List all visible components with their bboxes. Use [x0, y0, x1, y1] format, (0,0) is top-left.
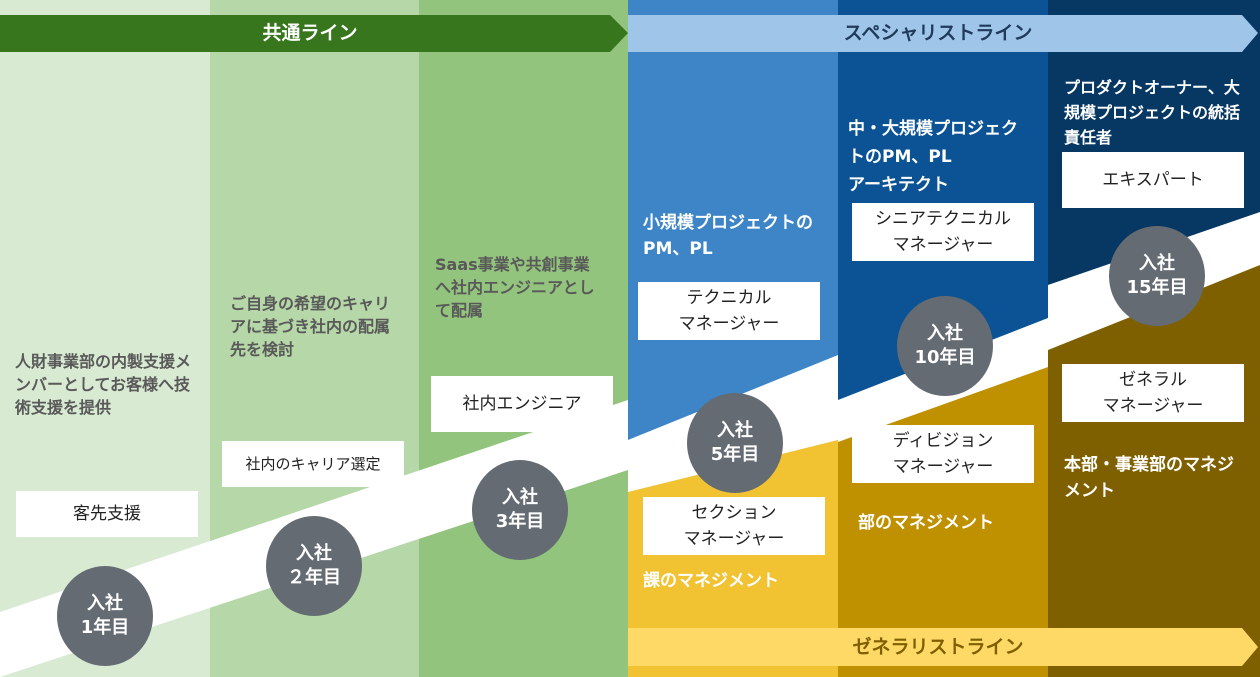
generalist-line-label: ゼネラリストライン	[852, 636, 1024, 658]
milestone-year: 3年目	[495, 511, 545, 532]
generalist-2-description: 部のマネジメント	[858, 513, 994, 533]
specialist-column-2	[838, 0, 1048, 400]
milestone-year1: 入社 1年目	[57, 566, 153, 666]
specialist-3-description: プロダクトオーナー、大規模プロジェクトの統括責任者	[1064, 78, 1241, 147]
general-manager-box: ゼネラル マネージャー	[1062, 364, 1244, 422]
year3-description: Saas事業や共創事業へ社内エンジニアとして配属	[435, 255, 595, 320]
senior-technical-manager-box: シニアテクニカル マネージャー	[852, 203, 1034, 261]
year2-description: ご自身の希望のキャリアに基づき社内の配属先を検討	[230, 294, 391, 359]
milestone-label: 入社	[502, 487, 538, 508]
milestone-year: 5年目	[710, 444, 760, 465]
milestone-label: 入社	[87, 593, 123, 614]
generalist-3-description: 本部・事業部のマネジメント	[1064, 455, 1234, 501]
technical-manager-box: テクニカル マネージャー	[638, 282, 820, 340]
common-line-label: 共通ライン	[262, 22, 358, 44]
milestone-year5: 入社 5年目	[687, 393, 783, 493]
milestone-year: 10年目	[914, 347, 976, 368]
specialist-line-arrow	[628, 15, 1258, 52]
milestone-year2: 入社 ２年目	[266, 516, 362, 616]
milestone-label: 入社	[1139, 253, 1175, 274]
milestone-label: 入社	[927, 323, 963, 344]
generalist-line-arrow	[628, 628, 1258, 666]
year1-role-box: 客先支援	[16, 491, 198, 537]
section-manager-box: セクション マネージャー	[643, 497, 825, 555]
milestone-year15: 入社 15年目	[1109, 226, 1205, 326]
common-line-arrow	[0, 15, 628, 52]
milestone-year: ２年目	[287, 567, 341, 588]
specialist-column-3	[1048, 0, 1260, 285]
milestone-year10: 入社 10年目	[897, 296, 993, 396]
milestone-year: 1年目	[80, 617, 130, 638]
column-year3	[419, 0, 628, 677]
specialist-1-description: 小規模プロジェクトのPM、PL	[643, 213, 813, 259]
year3-role-box: 社内エンジニア	[431, 376, 613, 432]
generalist-1-description: 課のマネジメント	[643, 571, 779, 591]
milestone-year: 15年目	[1126, 277, 1188, 298]
division-manager-box: ディビジョン マネージャー	[852, 425, 1034, 483]
milestone-label: 入社	[717, 420, 753, 441]
specialist-line-label: スペシャリストライン	[843, 22, 1033, 44]
milestone-label: 入社	[296, 543, 332, 564]
year1-description: 人財事業部の内製支援メンバーとしてお客様へ技術支援を提供	[15, 352, 192, 417]
year2-role-box: 社内のキャリア選定	[222, 441, 404, 487]
milestone-year3: 入社 3年目	[472, 460, 568, 560]
specialist-2-description: 中・大規模プロジェクトのPM、PL アーキテクト	[848, 119, 1018, 195]
expert-box: エキスパート	[1062, 152, 1244, 208]
